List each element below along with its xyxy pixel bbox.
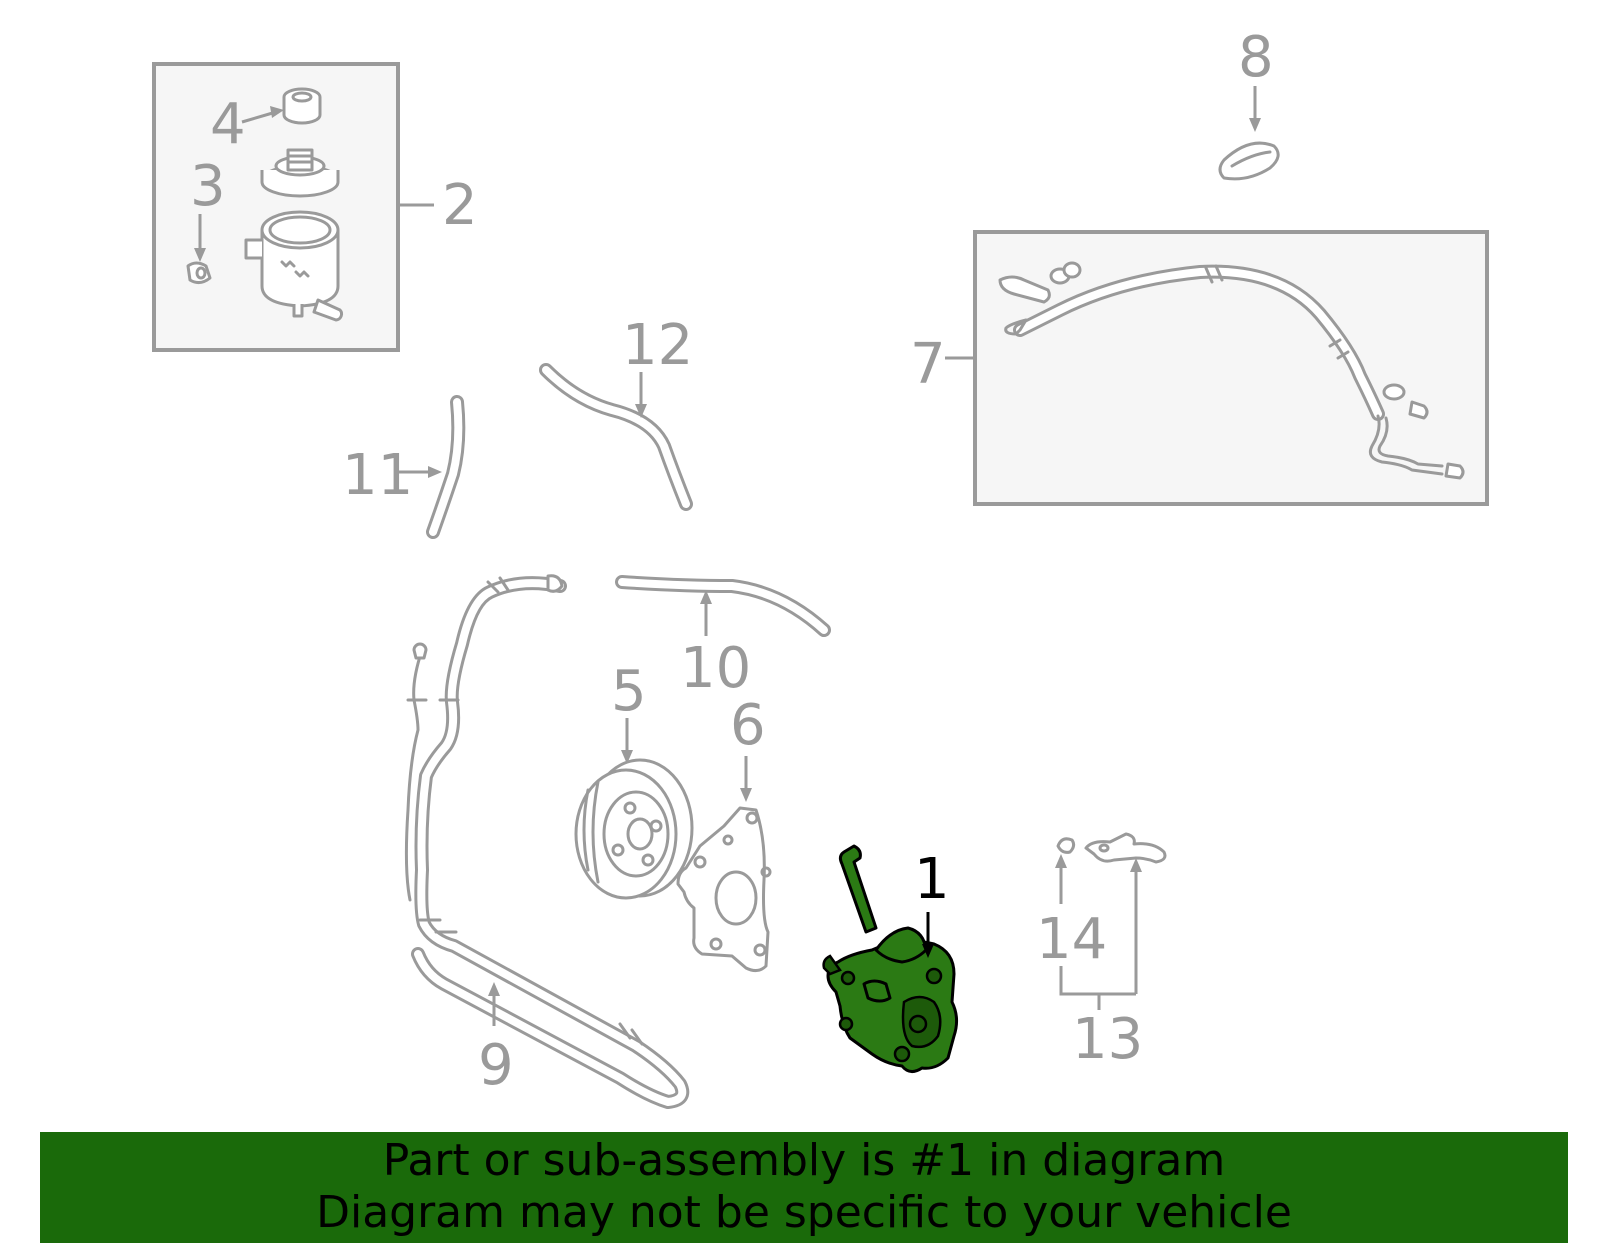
banner-line-1: Part or sub-assembly is #1 in diagram — [382, 1135, 1226, 1186]
leader-4 — [241, 110, 277, 124]
callout-12: 12 — [622, 313, 693, 378]
suction-hose-part-12: 12 — [539, 313, 693, 511]
callout-9: 9 — [478, 1033, 514, 1098]
reservoir-tank — [244, 210, 344, 322]
hose-clamp-part-8: 8 — [1218, 25, 1280, 181]
cooler-line-part-9: 9 — [404, 574, 690, 1109]
callout-2: 2 — [442, 173, 478, 238]
callout-8: 8 — [1238, 25, 1274, 90]
info-banner: Part or sub-assembly is #1 in diagram Di… — [40, 1132, 1568, 1243]
return-hose-part-11: 11 — [342, 395, 466, 539]
bracket-bolt-parts-13-14: 14 13 — [1036, 832, 1167, 1072]
pressure-hose-group: 7 — [910, 230, 1489, 506]
hose-part-10: 10 — [615, 575, 831, 701]
power-steering-pump-part-1: 1 — [822, 844, 959, 1073]
callout-13: 13 — [1072, 1007, 1143, 1072]
pressure-hose — [998, 261, 1465, 480]
callout-6: 6 — [730, 693, 766, 758]
callout-10: 10 — [680, 636, 751, 701]
callout-7: 7 — [910, 332, 946, 397]
callout-11: 11 — [342, 443, 413, 508]
reservoir-assembly-group: 4 3 2 — [152, 62, 478, 352]
banner-line-2: Diagram may not be specific to your vehi… — [316, 1187, 1292, 1238]
bracket-part-6: 6 — [676, 693, 772, 973]
reservoir-grommet — [186, 261, 212, 285]
callout-1: 1 — [914, 847, 950, 912]
callout-14: 14 — [1036, 907, 1107, 972]
callout-5: 5 — [611, 659, 647, 724]
reservoir-cap — [260, 148, 340, 198]
callout-3: 3 — [190, 154, 226, 219]
pulley-part-5: 5 — [574, 659, 694, 900]
leader-13 — [1059, 966, 1136, 1010]
callout-4: 4 — [210, 92, 246, 157]
reservoir-cap-seal — [282, 87, 322, 125]
